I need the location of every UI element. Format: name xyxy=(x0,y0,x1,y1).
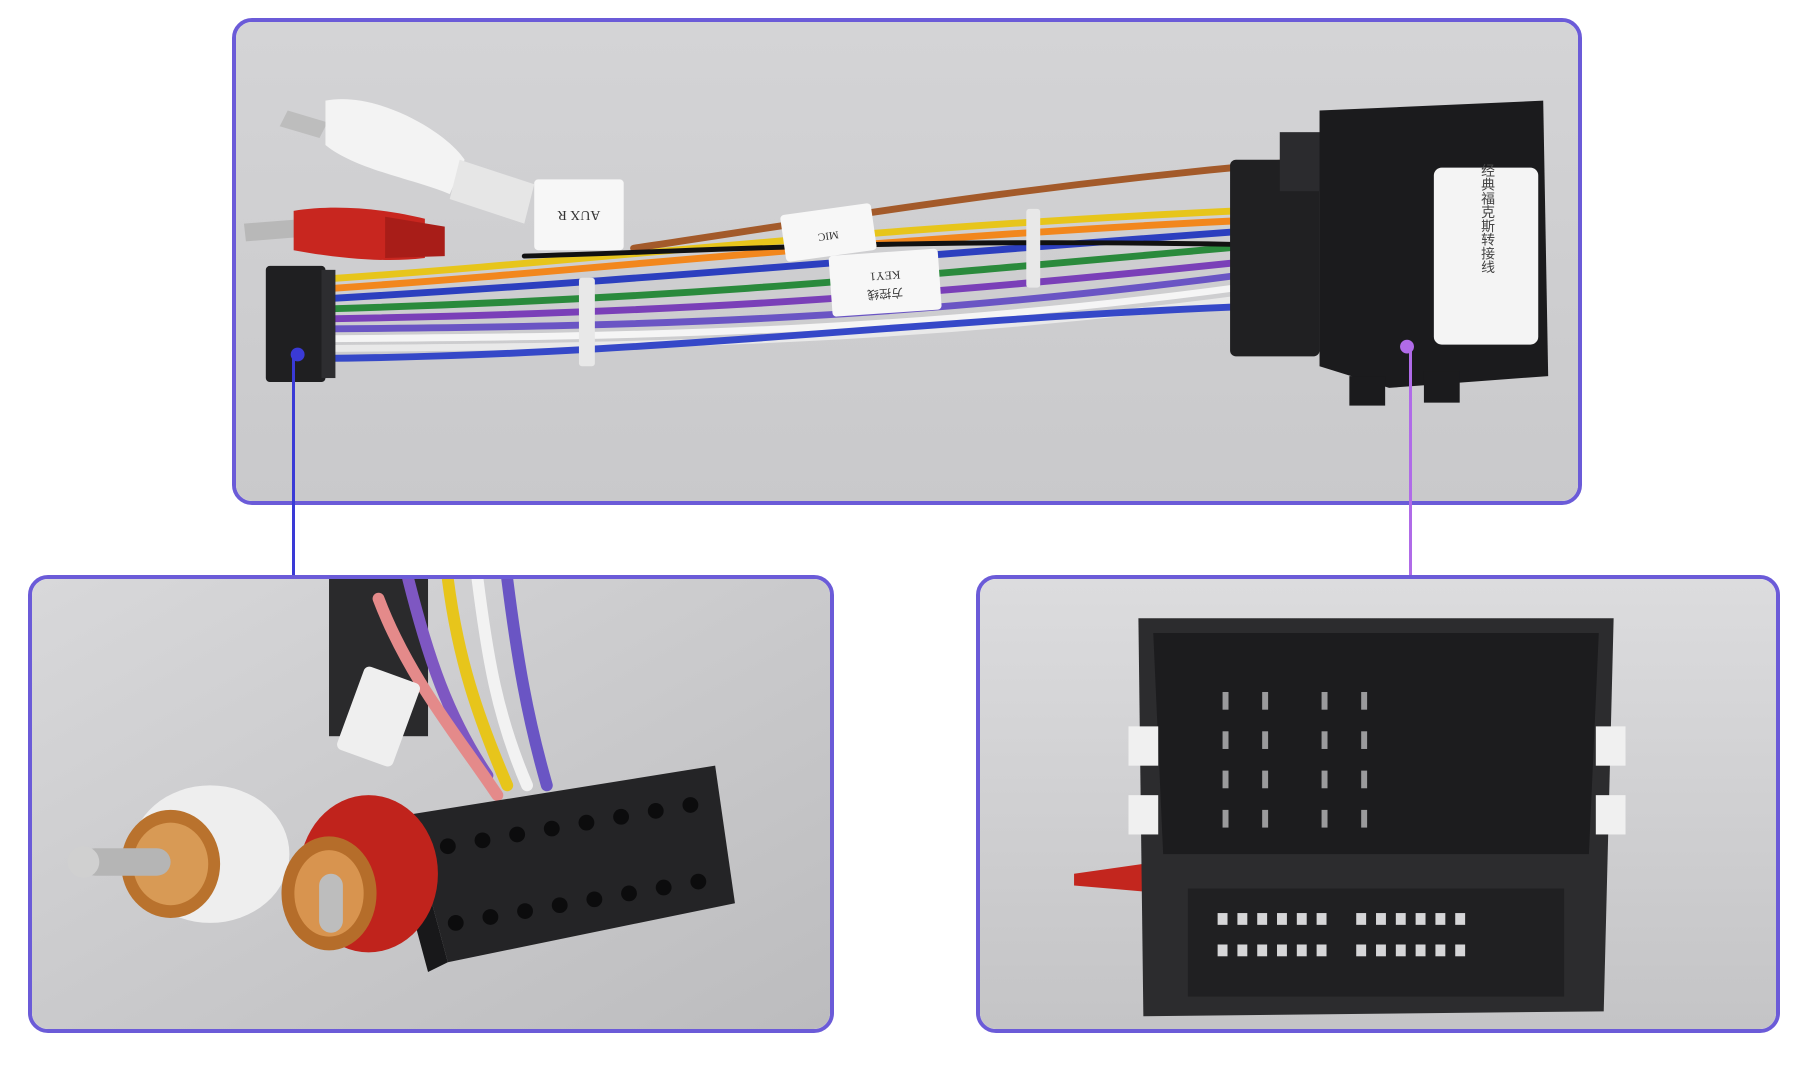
cable-tie xyxy=(1026,208,1041,288)
right-leader-line xyxy=(1409,348,1412,577)
left-harness-connector xyxy=(265,265,336,382)
vehicle-connector-closeup-illustration xyxy=(980,579,1776,1029)
iso-connector-closeup-illustration xyxy=(32,579,830,1029)
vehicle-connector-closeup-photo xyxy=(976,575,1780,1033)
connector-sticker xyxy=(1433,167,1539,345)
rca-plug-red-icon xyxy=(281,795,438,953)
mic-tag-text: MIC xyxy=(817,228,839,243)
rca-plug-red-icon xyxy=(243,207,445,261)
key-tag-cn-text: 方控线 xyxy=(867,285,904,301)
connector-sticker-text: 经典福克斯转接线 xyxy=(1479,164,1495,274)
key-tag: KEY1 方控线 xyxy=(828,248,942,317)
closeup-wires xyxy=(372,579,553,802)
left-leader-line xyxy=(292,355,295,577)
rca-plug-white-icon xyxy=(67,785,290,923)
cable-tie xyxy=(578,277,595,367)
iso-connector-pins xyxy=(439,797,707,931)
red-wire-end xyxy=(1074,863,1144,892)
right-harness-connector: 经典福克斯转接线 xyxy=(1230,100,1549,406)
closeup-tag xyxy=(337,666,421,767)
aux-r-tag-text: AUX R xyxy=(557,208,601,223)
iso-connector-closeup-photo xyxy=(28,575,834,1033)
aux-r-tag: AUX R xyxy=(534,179,624,251)
vehicle-connector-pins-lower xyxy=(1217,913,1466,957)
harness-overview-photo: AUX R MIC KEY1 方控线 经典福克斯转接线 xyxy=(232,18,1582,505)
vehicle-connector-housing xyxy=(1128,618,1626,1017)
mic-tag: MIC xyxy=(780,203,877,262)
rca-plug-white-icon xyxy=(279,99,535,224)
vehicle-connector-pins-upper xyxy=(1222,691,1368,828)
harness-overview-illustration: AUX R MIC KEY1 方控线 经典福克斯转接线 xyxy=(236,22,1578,501)
key-tag-text: KEY1 xyxy=(869,268,900,284)
